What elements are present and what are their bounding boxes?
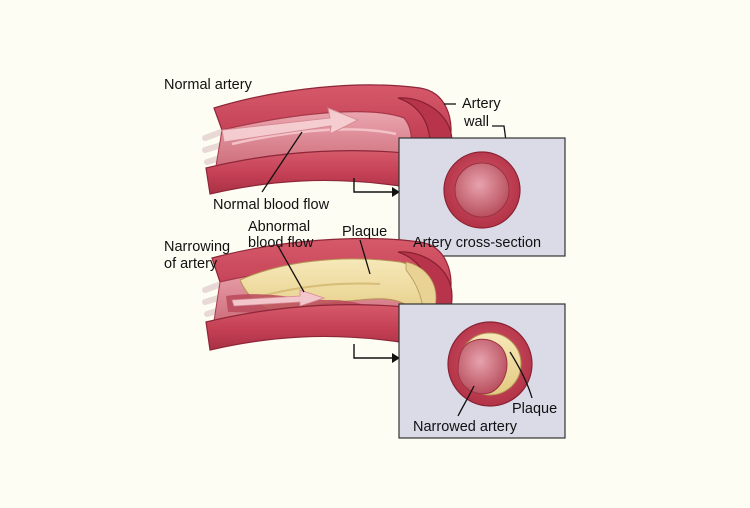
label-plaque-section: Plaque — [512, 401, 557, 417]
label-narrowed-artery: Narrowed artery — [413, 419, 518, 435]
label-abnormal-line1: Abnormal — [248, 219, 310, 235]
narrowed-artery-illustration — [202, 237, 453, 351]
label-normal-blood-flow: Normal blood flow — [213, 197, 330, 213]
connector-bottom-arrowhead — [392, 353, 400, 363]
leader-plaque-section — [509, 351, 533, 399]
connector-bottom — [353, 344, 394, 359]
label-artery-cross-section: Artery cross-section — [413, 235, 541, 251]
normal-blood-flow-arrow — [221, 107, 360, 143]
label-narrowing-line2: of artery — [164, 256, 218, 272]
cross-section-panel-normal — [398, 137, 566, 257]
leader-abnormal-blood-flow — [277, 245, 305, 293]
plaque-texture — [261, 282, 381, 297]
label-narrowing-line1: Narrowing — [164, 239, 230, 255]
cross-section-panel-narrowed — [398, 303, 566, 439]
connector-top-arrowhead — [392, 187, 400, 197]
label-plaque-tube: Plaque — [342, 224, 387, 240]
section-open-lumen — [454, 162, 510, 218]
section2-narrowed-lumen — [457, 338, 508, 395]
leader-narrowed-artery — [457, 385, 475, 417]
label-artery-wall-line1: Artery — [462, 96, 501, 112]
label-artery-wall-line2: wall — [463, 114, 489, 130]
artery-inner-lining — [231, 128, 397, 146]
leader-plaque-tube — [359, 239, 371, 275]
leader-normal-blood-flow — [261, 131, 303, 193]
abnormal-blood-flow-arrow — [231, 289, 326, 307]
label-normal-artery: Normal artery — [164, 77, 253, 93]
label-abnormal-line2: blood flow — [248, 235, 314, 251]
connector-top — [353, 178, 394, 193]
